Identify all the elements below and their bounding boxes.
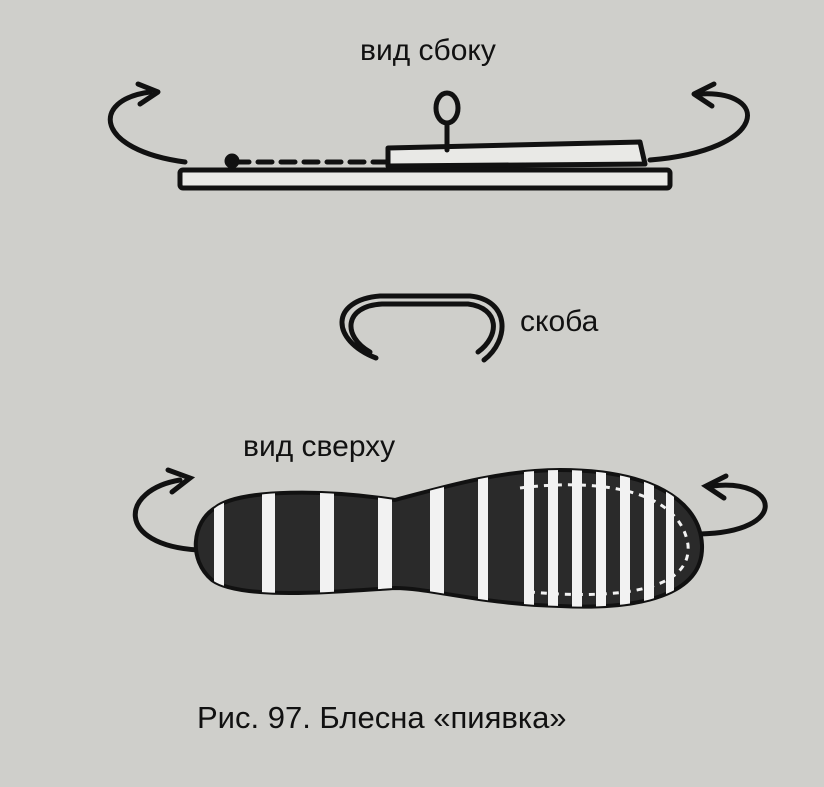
stripe [548, 470, 558, 607]
stripe [320, 470, 334, 607]
stripe [214, 470, 224, 607]
figure-caption: Рис. 97. Блесна «пиявка» [197, 700, 567, 735]
top-right-arrow-head [701, 473, 729, 501]
side-right-arrow [647, 91, 750, 163]
stripe [378, 470, 392, 607]
top-left-arrow-head [165, 467, 196, 495]
stripe [620, 470, 630, 607]
stripe [572, 470, 582, 607]
bracket-label: скоба [520, 305, 599, 338]
side-left-arrow-head [135, 81, 161, 107]
side-upper-plate [385, 139, 648, 169]
stripe [666, 470, 674, 607]
side-left-arrow [107, 89, 188, 165]
top-view-drawing [132, 467, 768, 609]
side-right-arrow-head [691, 81, 717, 109]
bracket-drawing [339, 293, 505, 363]
side-hook-dot [224, 153, 240, 169]
bracket-inner [348, 301, 496, 355]
stripe [644, 470, 654, 607]
bracket-outer [339, 293, 505, 363]
stripe [262, 470, 275, 607]
side-view-drawing [107, 81, 750, 191]
head-dotted-outline [519, 483, 690, 597]
side-view-label: вид сбоку [360, 34, 496, 67]
top-right-arrow [697, 482, 768, 537]
stripe [430, 470, 444, 607]
top-view-label: вид сверху [243, 430, 396, 463]
stripe [478, 470, 488, 607]
side-bottom-plate [177, 167, 673, 191]
stripe [524, 470, 534, 607]
top-left-arrow [132, 477, 201, 553]
stripe [596, 470, 606, 607]
